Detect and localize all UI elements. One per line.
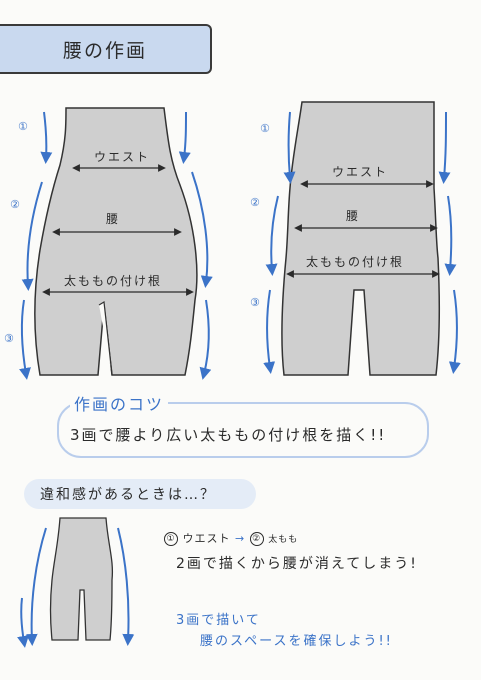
left-stroke-1-left [40, 111, 53, 164]
right-stroke-2-left [265, 195, 279, 276]
right-stroke-1-left [283, 111, 296, 184]
left-stroke-2-right [191, 171, 213, 288]
right-stroke-1-right [438, 111, 451, 184]
tips-heading: 作画のコツ [70, 391, 169, 415]
left-waist-label: ウエスト [94, 150, 151, 164]
step-to-label: 太もも [268, 535, 299, 545]
right-hip-label: 腰 [346, 209, 361, 223]
solution-line-1: 3画で描いて [176, 613, 261, 628]
problem-text: 2画で描くから腰が消えてしまう! [176, 556, 418, 572]
small-stroke-right [117, 527, 135, 646]
small-body-figure [49, 517, 114, 641]
right-step-2: ② [250, 196, 260, 209]
left-thigh-label: 太ももの付け根 [64, 274, 163, 288]
right-step-3: ③ [250, 296, 260, 309]
left-step-3: ③ [4, 332, 14, 345]
left-body-figure [34, 107, 198, 376]
small-stroke-left [25, 527, 47, 646]
step-to-badge: ② [249, 532, 264, 546]
left-stroke-3-left [19, 299, 31, 380]
right-stroke-3-left [263, 289, 276, 374]
left-stroke-3-right [199, 299, 212, 380]
right-body-figure [281, 101, 441, 376]
right-stroke-3-right [448, 289, 461, 374]
page-title-text: 腰の作画 [62, 39, 147, 62]
step-from-badge: ① [164, 532, 178, 546]
solution-line-2: 腰のスペースを確保しよう!! [200, 634, 393, 649]
right-thigh-label: 太ももの付け根 [306, 255, 405, 269]
right-step-1: ① [260, 122, 270, 135]
left-stroke-2-left [21, 181, 43, 291]
left-stroke-1-right [178, 111, 191, 164]
step-arrow: → [235, 532, 246, 545]
tips-text: 3画で腰より広い太ももの付け根を描く!! [70, 426, 387, 444]
step-from-label: ウエスト [182, 532, 231, 545]
stroke-order-line: ① ウエスト → ② 太もも [164, 530, 298, 546]
right-stroke-2-right [444, 195, 457, 276]
left-step-2: ② [10, 198, 20, 211]
right-waist-label: ウエスト [332, 165, 389, 179]
left-step-1: ① [18, 120, 28, 133]
small-stroke-left-2 [17, 597, 29, 648]
tips-box [57, 402, 429, 458]
trouble-heading-text: 違和感があるときは…？ [40, 487, 216, 503]
page-title: 腰の作画 [0, 24, 212, 74]
trouble-heading: 違和感があるときは…？ [24, 479, 256, 509]
left-hip-label: 腰 [106, 212, 121, 226]
